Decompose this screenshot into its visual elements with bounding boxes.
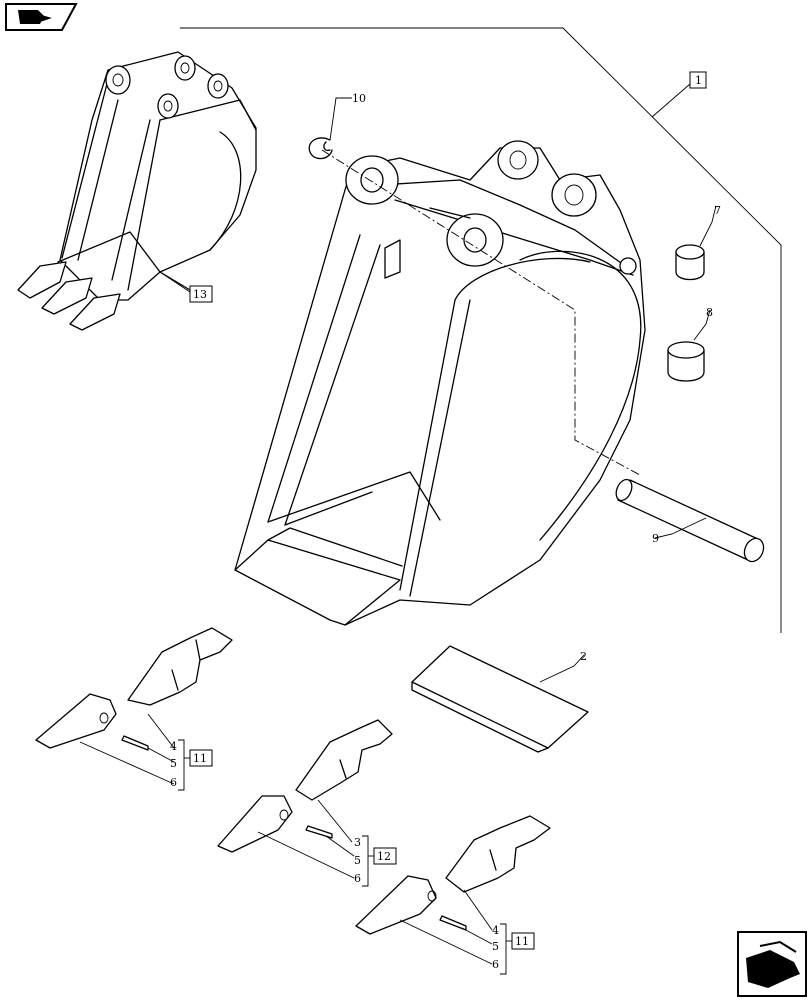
callout-brackets — [178, 739, 512, 975]
tooth-group-lower — [355, 815, 551, 935]
next-page-icon[interactable] — [737, 931, 807, 997]
callout-box-1 — [689, 71, 707, 89]
tooth-group-upper — [35, 627, 233, 751]
bucket-pin-drawing — [615, 478, 765, 563]
callout-box-12 — [373, 847, 397, 865]
callout-11-upper: 11 — [193, 752, 207, 765]
callout-box-13 — [189, 285, 213, 303]
callout-4-lower: 4 — [492, 924, 499, 937]
callout-12: 12 — [377, 850, 391, 863]
callout-8: 8 — [706, 306, 713, 319]
callout-4-upper: 4 — [170, 740, 177, 753]
callout-3: 3 — [354, 836, 361, 849]
cutting-edge-drawing — [411, 645, 589, 753]
callout-1: 1 — [695, 74, 702, 87]
tooth-group-middle — [217, 719, 393, 853]
main-bucket-drawing — [234, 140, 646, 626]
callout-5-upper: 5 — [170, 757, 177, 770]
callout-11-lower: 11 — [515, 935, 529, 948]
callout-6-upper: 6 — [170, 776, 177, 789]
callout-5-middle: 5 — [354, 854, 361, 867]
pin-centerline — [321, 149, 641, 476]
callout-box-11-lower — [511, 932, 535, 950]
callout-box-11-upper — [189, 749, 213, 767]
leader-lines — [79, 97, 717, 965]
bushing-8-drawing — [667, 341, 705, 382]
bushing-7-drawing — [675, 244, 705, 281]
callout-6-lower: 6 — [492, 958, 499, 971]
back-to-index-icon[interactable] — [5, 3, 78, 31]
circlip-drawing — [308, 137, 333, 160]
callout-5-lower: 5 — [492, 940, 499, 953]
callout-6-middle: 6 — [354, 872, 361, 885]
callout-2: 2 — [580, 650, 587, 663]
assembly-bracket-line — [180, 27, 782, 633]
small-bucket-drawing — [17, 51, 257, 331]
callout-13: 13 — [193, 288, 207, 301]
callout-9: 9 — [652, 532, 659, 545]
callout-7: 7 — [714, 204, 721, 217]
callout-10: 10 — [352, 92, 366, 105]
